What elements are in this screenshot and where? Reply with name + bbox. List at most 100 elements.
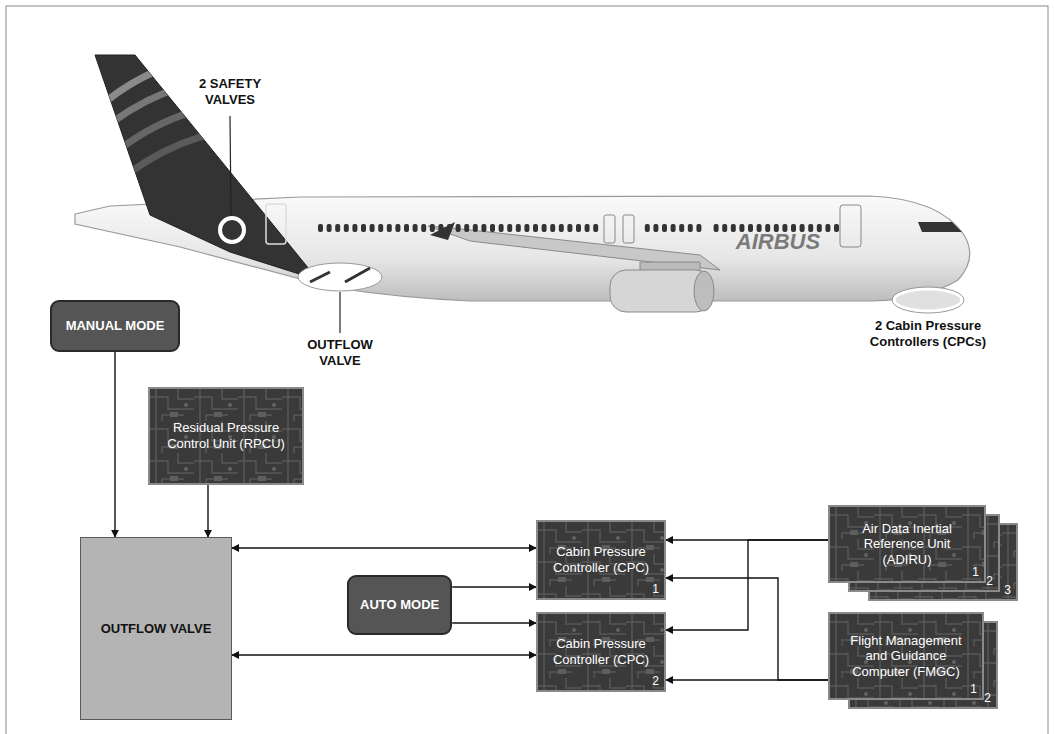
front-door bbox=[840, 205, 861, 247]
cabin-window bbox=[559, 224, 564, 232]
cabin-window bbox=[688, 224, 693, 232]
cabin-window bbox=[447, 224, 452, 232]
unit-number: 2 bbox=[652, 674, 659, 688]
cabin-window bbox=[430, 224, 435, 232]
signal-arrow bbox=[232, 547, 536, 548]
figure-frame bbox=[6, 6, 1048, 734]
controller-box: Cabin Pressure Controller (CPC) 1 bbox=[536, 520, 666, 600]
cabin-window bbox=[404, 224, 409, 232]
cabin-window bbox=[731, 224, 736, 232]
callout-label: 2 Cabin Pressure Controllers (CPCs) bbox=[858, 318, 998, 349]
cabin-window bbox=[370, 224, 375, 232]
cabin-window bbox=[464, 224, 469, 232]
circuit-texture-fill bbox=[850, 623, 996, 707]
cabin-window bbox=[696, 224, 701, 232]
box-label: MANUAL MODE bbox=[58, 314, 173, 338]
airline-logo: AIRBUS bbox=[718, 229, 838, 255]
cabin-window bbox=[335, 224, 340, 232]
signal-arrow bbox=[452, 622, 536, 623]
cabin-window bbox=[387, 224, 392, 232]
cabin-window bbox=[421, 224, 426, 232]
cabin-window bbox=[473, 224, 478, 232]
cabin-window bbox=[507, 224, 512, 232]
callout-label: 2 SAFETY VALVES bbox=[180, 76, 280, 107]
cabin-window bbox=[481, 224, 486, 232]
cabin-window bbox=[524, 224, 529, 232]
cabin-window bbox=[567, 224, 572, 232]
computer-box: Air Data Inertial Reference Unit (ADIRU)… bbox=[828, 505, 986, 583]
cabin-window bbox=[490, 224, 495, 232]
rear-door bbox=[266, 204, 286, 244]
cabin-window bbox=[395, 224, 400, 232]
valve-doors bbox=[310, 268, 370, 282]
computer-box: Flight Management and Guidance Computer … bbox=[828, 612, 984, 700]
cabin-window bbox=[550, 224, 555, 232]
cabin-window bbox=[593, 224, 598, 232]
cabin-window bbox=[576, 224, 581, 232]
circuit-texture-fill bbox=[870, 525, 1016, 599]
cpc-location-outline bbox=[892, 287, 964, 313]
cabin-window bbox=[722, 224, 727, 232]
circuit-texture-fill bbox=[830, 614, 982, 698]
cabin-window bbox=[653, 224, 658, 232]
cabin-window bbox=[671, 224, 676, 232]
unit-number: 1 bbox=[652, 582, 659, 596]
box-label: Air Data Inertial Reference Unit (ADIRU) bbox=[830, 517, 984, 572]
box-label: Residual Pressure Control Unit (RPCU) bbox=[150, 416, 302, 455]
cabin-window bbox=[714, 224, 719, 232]
outflow-valve bbox=[298, 263, 382, 291]
cabin-window bbox=[834, 224, 839, 232]
unit-number: 2 bbox=[986, 574, 993, 588]
cabin-window bbox=[645, 224, 650, 232]
cabin-window bbox=[499, 224, 504, 232]
box-label: OUTFLOW VALVE bbox=[93, 617, 220, 641]
circuit-texture-fill bbox=[538, 614, 664, 690]
cabin-window bbox=[533, 224, 538, 232]
cockpit-windows bbox=[918, 222, 962, 232]
signal-arrow bbox=[207, 485, 208, 537]
tail-stripes bbox=[90, 55, 280, 188]
signal-arrow bbox=[666, 540, 828, 630]
cabin-window bbox=[516, 224, 521, 232]
controller-box: Cabin Pressure Controller (CPC)2 bbox=[536, 612, 666, 692]
circuit-texture-fill bbox=[850, 516, 998, 590]
circuit-texture-fill bbox=[830, 507, 984, 581]
mode-box: AUTO MODE bbox=[347, 575, 452, 635]
mode-box: MANUAL MODE bbox=[50, 300, 180, 352]
cabin-window bbox=[456, 224, 461, 232]
cabin-window bbox=[585, 224, 590, 232]
cabin-window bbox=[825, 224, 830, 232]
cabin-window bbox=[361, 224, 366, 232]
cabin-window bbox=[438, 224, 443, 232]
wing-tip bbox=[430, 222, 455, 240]
cabin-window bbox=[542, 224, 547, 232]
unit-number: 3 bbox=[1004, 583, 1011, 597]
emergency-exit bbox=[623, 215, 634, 243]
emergency-exit bbox=[604, 215, 615, 243]
cabin-window bbox=[327, 224, 332, 232]
engine-intake bbox=[694, 271, 714, 311]
box-label: Cabin Pressure Controller (CPC) bbox=[538, 540, 664, 579]
control-unit-box: Residual Pressure Control Unit (RPCU) bbox=[148, 387, 304, 485]
cabin-window bbox=[344, 224, 349, 232]
cpc-location bbox=[894, 289, 962, 311]
unit-number: 1 bbox=[972, 565, 979, 579]
box-label: AUTO MODE bbox=[352, 593, 447, 617]
cabin-window bbox=[318, 224, 323, 232]
signal-arrow bbox=[452, 586, 536, 587]
safety-valve bbox=[220, 218, 244, 242]
circuit-texture-fill bbox=[150, 389, 302, 483]
circuit-texture-fill bbox=[538, 522, 664, 598]
leader-line bbox=[230, 116, 231, 216]
signal-arrow bbox=[232, 654, 536, 655]
cabin-window bbox=[413, 224, 418, 232]
box-label: Flight Management and Guidance Computer … bbox=[830, 629, 982, 684]
callout-label: OUTFLOW VALVE bbox=[290, 337, 390, 368]
signal-arrow bbox=[114, 352, 115, 537]
unit-number: 1 bbox=[970, 682, 977, 696]
cabin-window bbox=[679, 224, 684, 232]
signal-arrow bbox=[666, 578, 828, 680]
signal-arrow bbox=[666, 679, 828, 680]
unit-number: 2 bbox=[984, 691, 991, 705]
cabin-window bbox=[662, 224, 667, 232]
